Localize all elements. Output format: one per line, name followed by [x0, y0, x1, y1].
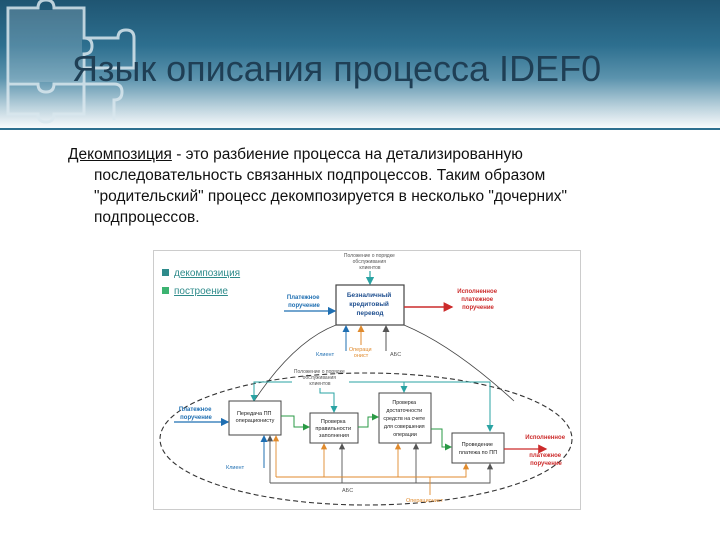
child-mech-operator: Операционист: [406, 498, 444, 504]
child-mech-abs: АБС: [342, 488, 353, 494]
child-box-check-funds-label: Проверка достаточности средств на счете …: [383, 400, 426, 438]
child-output-label: Исполненное платежное поручение: [525, 435, 566, 467]
child-mech-operator-arrow-4: [398, 463, 470, 478]
child-mech-operator-arrow-2: [276, 443, 328, 478]
parent-input-label: Платежное поручение: [287, 295, 321, 309]
child-box-transfer-label: Передача ПП операционисту: [236, 411, 275, 424]
parent-process-label: Безналичный кредитовый перевод: [347, 291, 393, 317]
slide-title: Язык описания процесса IDEF0: [72, 48, 602, 89]
legend-construction: построение: [174, 286, 228, 297]
child-mech-operator-arrow-3: [324, 443, 402, 478]
child-box-transfer: [228, 400, 282, 436]
child-control-label: Положение о порядке обслуживания клиенто…: [294, 369, 346, 387]
child-input-label: Платежное поручение: [179, 407, 213, 421]
definition-text-1: - это разбиение процесса на детализирова…: [171, 146, 523, 163]
definition-text-3: "родительский" процесс декомпозируется в…: [94, 188, 567, 205]
child-box-payment-label: Проведение платежа по ПП: [459, 442, 497, 456]
legend-construction-swatch: [162, 287, 169, 294]
header-background: [0, 0, 720, 130]
flow-arrow-3-4: [431, 428, 452, 451]
definition-paragraph: Декомпозиция - это разбиение процесса на…: [68, 144, 688, 228]
parent-mech-abs: АБС: [390, 352, 401, 358]
legend-decomposition-swatch: [162, 269, 169, 276]
definition-text-4: подпроцессов.: [94, 209, 200, 226]
parent-output-label: Исполненное платежное поручение: [457, 289, 498, 311]
child-box-check-fill: [309, 412, 359, 444]
flow-arrow-1-2: [281, 415, 310, 431]
parent-mech-client: Клиент: [316, 352, 335, 358]
decomposition-line-right: [403, 324, 515, 402]
child-box-check-funds: [378, 392, 432, 444]
parent-control-label: Положение о порядке обслуживания клиенто…: [344, 253, 396, 271]
title-divider: [0, 128, 720, 130]
child-box-payment: [451, 432, 505, 464]
child-control-line-1: [250, 381, 292, 402]
puzzle-decoration-icon: [6, 0, 136, 124]
decomposition-line-left: [253, 324, 337, 402]
child-diagram-boundary: [159, 372, 573, 506]
flow-arrow-2-3: [358, 413, 379, 428]
term-decomposition: Декомпозиция: [68, 146, 172, 163]
child-box-check-fill-label: Проверка правильности заполнения: [315, 419, 352, 439]
parent-process-box: [335, 284, 405, 326]
idef0-diagram: декомпозиция построение Положение о поря…: [153, 250, 581, 510]
child-control-line-3: [349, 381, 408, 393]
child-control-line-2: [319, 388, 338, 413]
child-control-line-4: [404, 381, 494, 432]
legend-decomposition: декомпозиция: [174, 268, 240, 279]
child-mech-abs-arrow-4: [416, 463, 494, 484]
definition-text-2: последовательность связанных подпроцессо…: [94, 167, 546, 184]
parent-mech-operator: Операци онист: [349, 347, 373, 359]
child-mech-client: Клиент: [226, 465, 245, 471]
